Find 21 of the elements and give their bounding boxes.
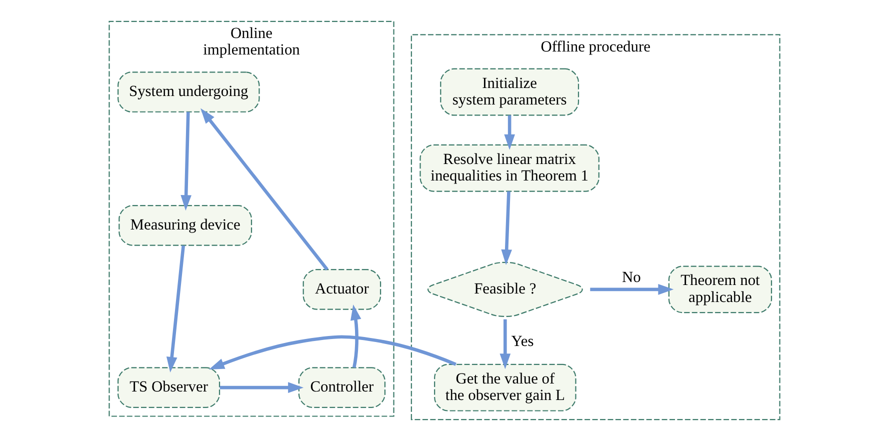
arrow [219,382,304,393]
node-box: Actuator [302,269,381,310]
arrow [200,108,328,270]
arrow [499,319,510,370]
edge-label: No [621,268,640,286]
arrow [208,335,456,370]
arrow [350,304,361,368]
node-box: Theorem not applicable [668,266,772,314]
arrow [504,115,514,150]
node-box: TS Observer [117,367,220,408]
node-box: Controller [298,367,385,408]
arrow [180,112,191,211]
node-box: Get the value of the observer gain L [434,364,576,412]
node-box: System undergoing [117,72,260,112]
arrow [590,284,674,295]
edge-label: Yes [510,332,534,350]
arrow [166,245,185,373]
arrow [500,191,512,265]
node-box: Resolve linear matrix inequalities in Theorem 1 [419,144,599,192]
node-box: Measuring device [118,205,252,246]
node-box: Initialize system parameters [440,68,579,116]
